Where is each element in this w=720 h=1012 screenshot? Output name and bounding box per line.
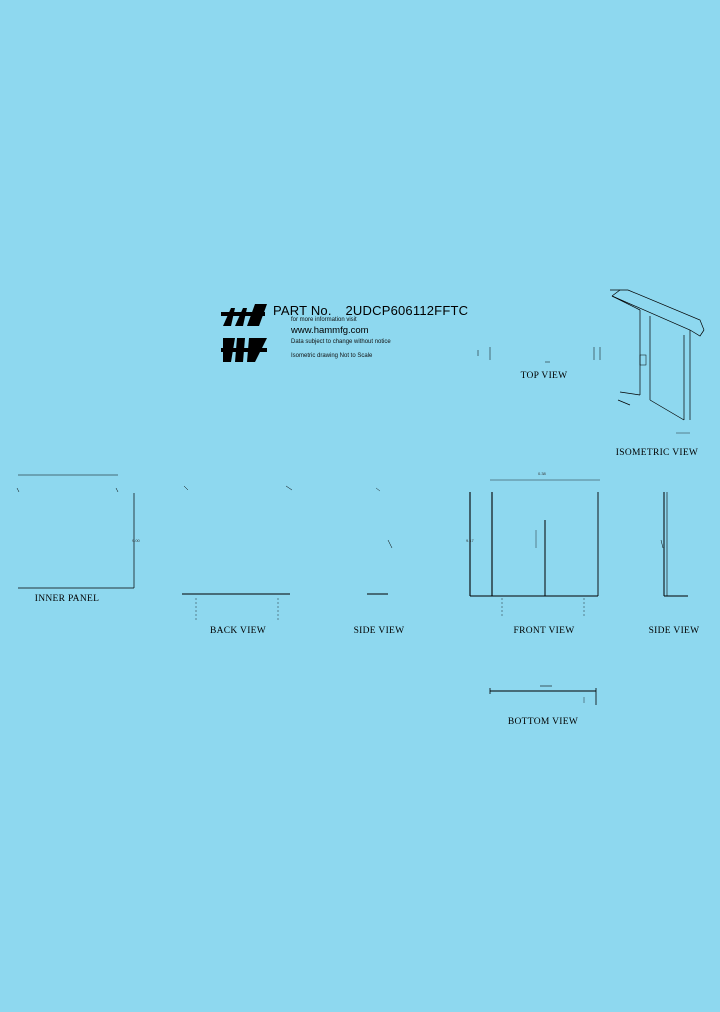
scale-note: Isometric drawing Not to Scale [291, 353, 373, 359]
side-view-right-label: SIDE VIEW [648, 626, 700, 636]
top-view-label: TOP VIEW [520, 371, 568, 381]
disclaimer-text: Data subject to change without notice [291, 339, 391, 345]
top-view-drawing [477, 347, 601, 363]
part-number-line: PART No. 2UDCP606112FFTC [273, 303, 468, 318]
inner-panel-drawing: 9.00 [16, 474, 141, 589]
svg-text:0.38: 0.38 [538, 471, 547, 476]
part-number: 2UDCP606112FFTC [345, 303, 469, 318]
website-link[interactable]: www.hammfg.com [291, 325, 369, 336]
front-view-label: FRONT VIEW [513, 626, 575, 636]
side-view-left-label: SIDE VIEW [353, 626, 405, 636]
front-view-drawing: 0.38 9.17 [466, 471, 600, 616]
isometric-view-drawing [610, 289, 705, 434]
bottom-view-drawing [489, 685, 597, 705]
back-view-drawing [182, 485, 293, 620]
info-text: for more information visit [291, 317, 357, 323]
side-view-left-drawing [367, 487, 393, 595]
isometric-view-label: ISOMETRIC VIEW [615, 448, 699, 458]
hammond-logo-icon [221, 304, 267, 362]
svg-text:9.17: 9.17 [466, 538, 475, 543]
bottom-view-label: BOTTOM VIEW [507, 717, 579, 727]
inner-panel-label: INNER PANEL [34, 594, 100, 604]
side-view-right-drawing [660, 492, 688, 597]
svg-text:9.00: 9.00 [132, 538, 141, 543]
back-view-label: BACK VIEW [209, 626, 267, 636]
part-label: PART No. [273, 303, 332, 318]
